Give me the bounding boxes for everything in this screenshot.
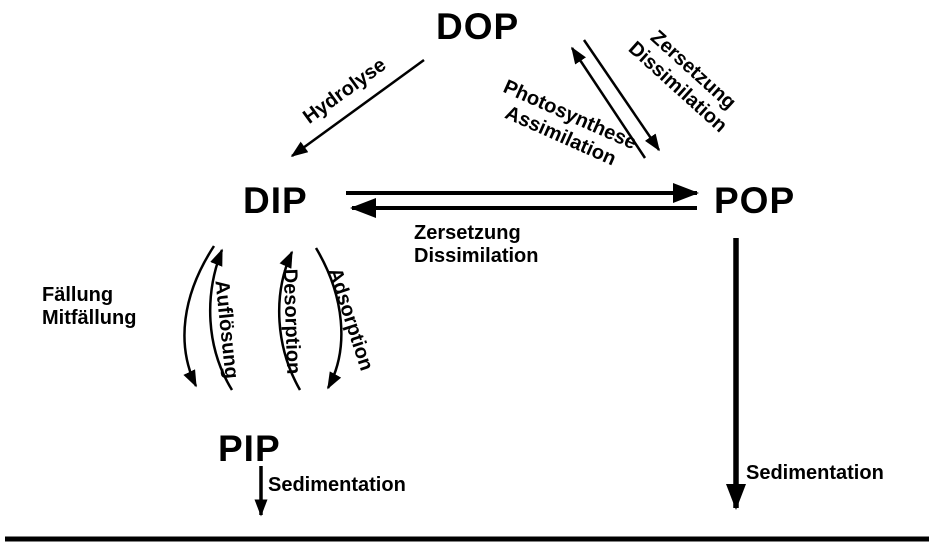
node-pip: PIP	[218, 428, 281, 469]
arrow-dop-to-dip-hydrolysis	[290, 58, 425, 158]
arrow-dop-to-pop-assimilation	[582, 39, 661, 152]
label-precipitation: Fällung Mitfällung	[42, 284, 137, 329]
arrow-dip-to-pip-adsorption	[314, 247, 343, 390]
node-pop: POP	[714, 180, 796, 221]
label-decomposition-mid: Zersetzung Dissimilation	[414, 222, 539, 267]
node-dop: DOP	[436, 6, 520, 47]
arrow-pop-to-dop-decomposition	[570, 46, 647, 159]
arrow-dip-to-pip-precipitation	[183, 245, 216, 388]
node-dip: DIP	[243, 180, 308, 221]
label-sedimentation-right: Sedimentation	[746, 462, 884, 484]
label-desorption: Desorption	[278, 268, 305, 375]
arrow-pip-to-dip-desorption	[278, 250, 302, 391]
arrow-pip-to-dip-dissolution	[209, 248, 234, 391]
label-sedimentation-left: Sedimentation	[268, 474, 406, 496]
